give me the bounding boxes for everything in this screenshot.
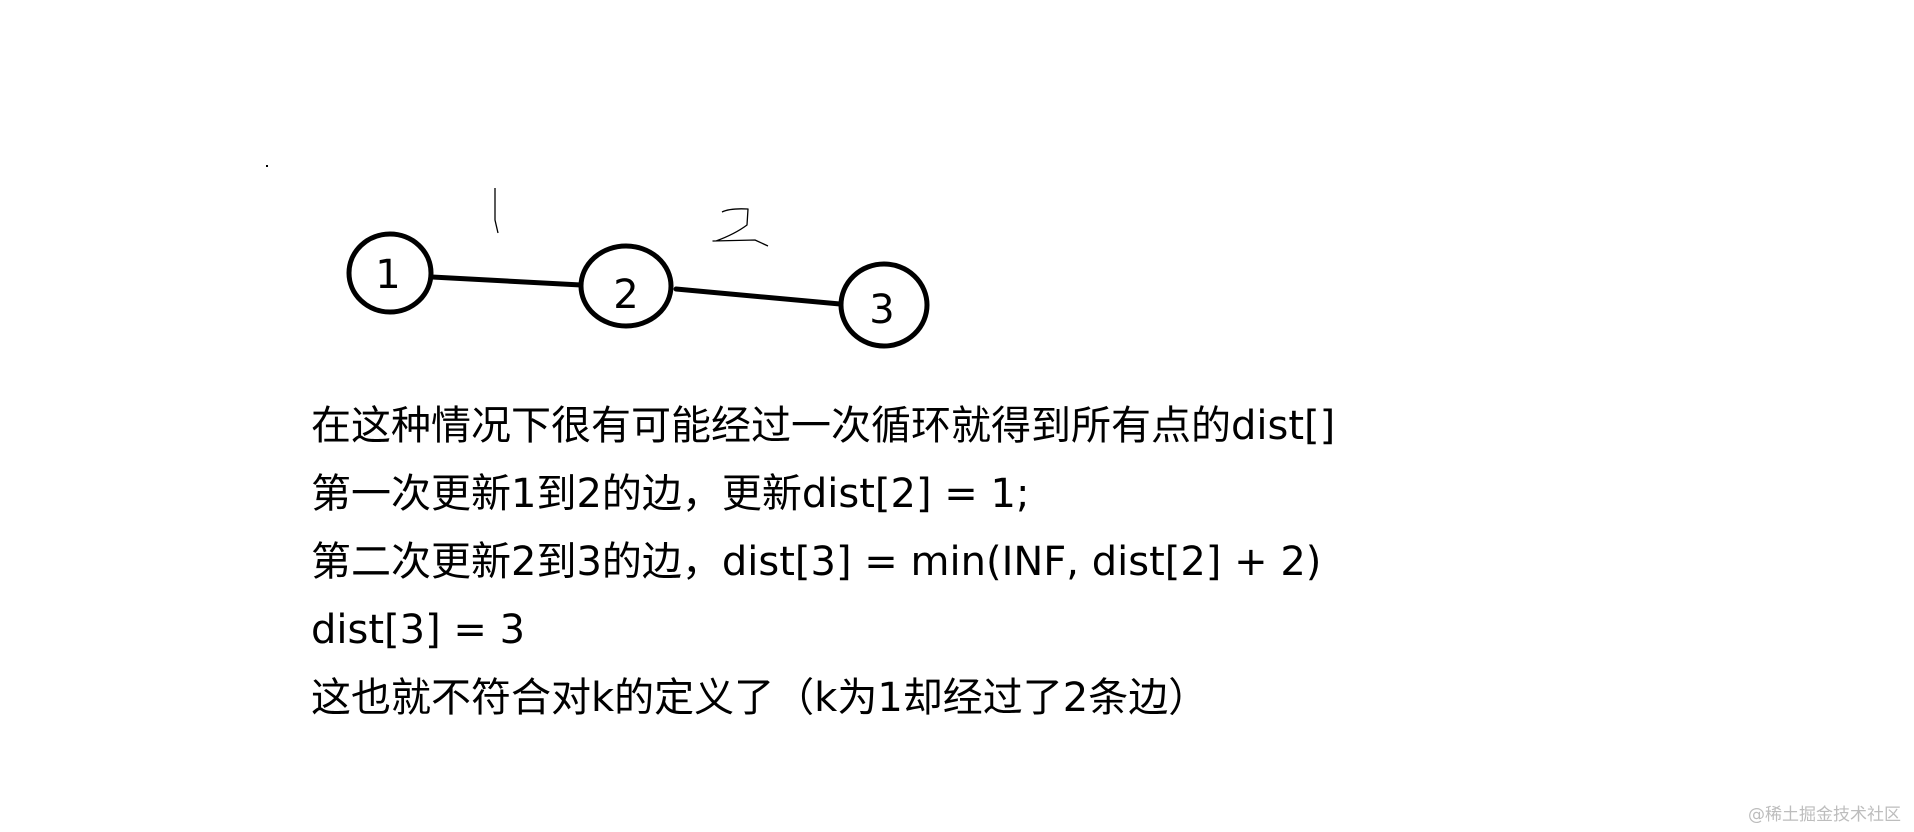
edge-weight-label-1 xyxy=(494,188,499,234)
edge-weight-label-2 xyxy=(712,208,769,247)
explanation-line-5: 这也就不符合对k的定义了（k为1却经过了2条边） xyxy=(311,675,1209,721)
explanation-line-3: 第二次更新2到3的边，dist[3] = min(INF, dist[2] + … xyxy=(311,539,1322,585)
node-label-3: 3 xyxy=(869,287,894,333)
node-label-1: 1 xyxy=(375,252,400,298)
explanation-text: 在这种情况下很有可能经过一次循环就得到所有点的dist[] 第一次更新1到2的边… xyxy=(311,392,1335,732)
graph-diagram: 1 2 3 xyxy=(266,165,930,349)
node-label-2: 2 xyxy=(613,272,638,318)
edge-2-3 xyxy=(673,286,843,307)
explanation-line-2: 第一次更新1到2的边，更新dist[2] = 1; xyxy=(311,471,1030,517)
graph-node-3: 3 xyxy=(838,261,930,349)
explanation-line-1: 在这种情况下很有可能经过一次循环就得到所有点的dist[] xyxy=(311,403,1336,449)
edge-1-2 xyxy=(429,274,584,288)
explanation-line-4: dist[3] = 3 xyxy=(311,607,526,653)
graph-node-2: 2 xyxy=(578,243,674,329)
stray-dot xyxy=(266,165,268,167)
graph-node-1: 1 xyxy=(346,231,434,315)
watermark: @稀土掘金技术社区 xyxy=(1748,805,1901,825)
